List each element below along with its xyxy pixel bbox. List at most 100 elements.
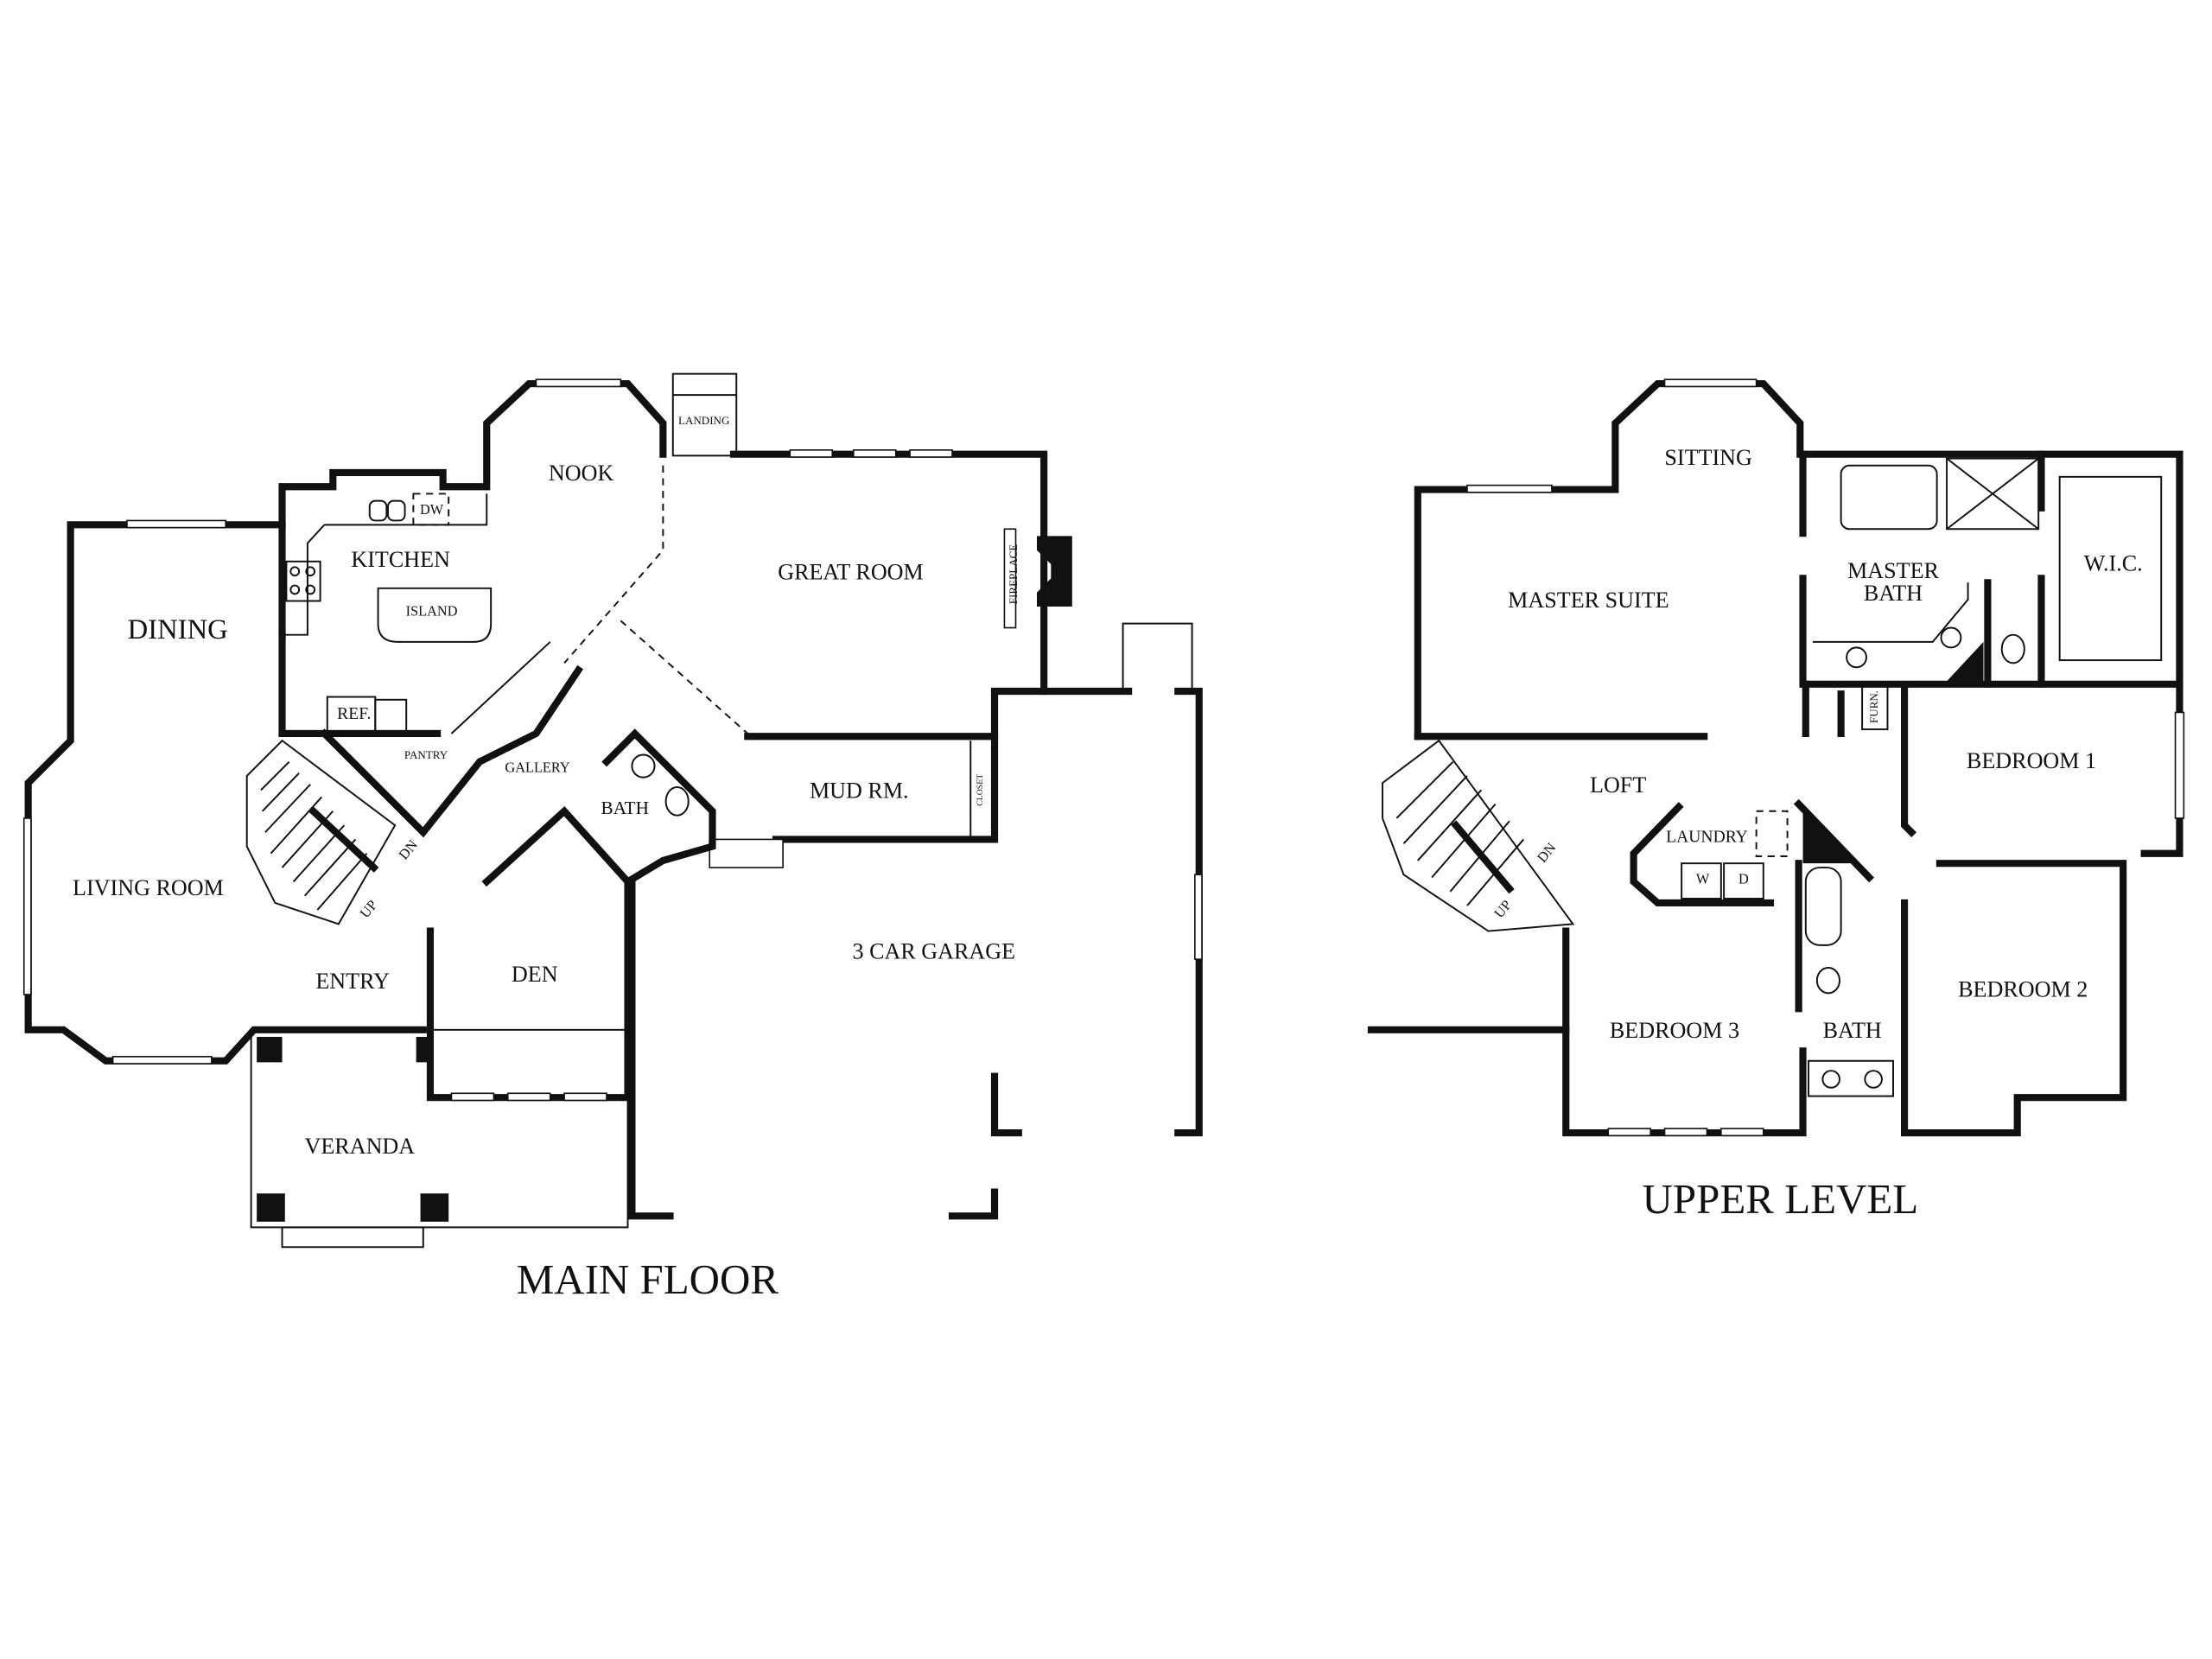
room-label-master-suite: MASTER SUITE [1508, 588, 1669, 613]
laundry-cabinet [1755, 810, 1789, 857]
cooktop-icon [285, 560, 321, 602]
room-label-nook: NOOK [549, 461, 614, 486]
garage-wall [948, 1188, 999, 1220]
window [1720, 1128, 1764, 1137]
veranda-step [281, 1226, 424, 1249]
vanity [1808, 1059, 1894, 1097]
burner-icon [305, 584, 316, 595]
main-floor-plan [22, 372, 1203, 1249]
room-label-dining: DINING [128, 614, 228, 645]
stairs-down-label: DN [395, 836, 421, 862]
window [450, 1092, 495, 1102]
bathtub [1804, 867, 1842, 946]
wall-chase [1802, 810, 1852, 864]
shower-drain-line [1946, 457, 2039, 531]
room-label-bath: BATH [601, 798, 649, 818]
room-label-sitting: SITTING [1664, 445, 1752, 470]
window [1663, 1128, 1708, 1137]
column [420, 1193, 449, 1222]
window [1194, 874, 1203, 961]
window [909, 449, 953, 458]
window [1466, 484, 1553, 493]
toilet-icon [2000, 633, 2025, 664]
window [111, 1056, 213, 1065]
burner-icon [305, 566, 316, 577]
fireplace-hearth [1003, 528, 1017, 629]
furnace [1861, 683, 1889, 731]
veranda [250, 1028, 629, 1229]
room-label-master-bath-line1: MASTER [1847, 558, 1939, 583]
room-label-entry: ENTRY [315, 969, 390, 994]
closet-shelving [2058, 475, 2163, 662]
window [563, 1092, 607, 1102]
wall-chase [1943, 641, 1984, 684]
kitchen-counter [324, 493, 488, 526]
door-step [709, 838, 784, 868]
garage-wall [628, 878, 674, 1220]
dining-living-wall [24, 521, 427, 1065]
kitchen-wall [278, 380, 667, 639]
mud-room-wall [744, 687, 1048, 741]
room-label-living-room: LIVING ROOM [73, 875, 224, 900]
label-pantry: PANTRY [404, 748, 448, 761]
bathtub [1840, 464, 1938, 531]
label-dw: DW [420, 501, 444, 518]
burner-icon [289, 584, 301, 595]
window [506, 1092, 551, 1102]
kitchen-counter [282, 524, 326, 636]
upper-level-labels: SITTING MASTER SUITE MASTER BATH W.I.C. … [1491, 445, 2143, 1223]
den-wall [426, 878, 632, 1102]
garage-bump-out [1122, 622, 1193, 691]
stairs-down-label: DN [1534, 839, 1560, 865]
label-dryer: D [1738, 871, 1749, 887]
laundry-wall [1630, 802, 1775, 906]
label-furnace: FURN. [1867, 690, 1880, 723]
bedroom1-wall [2140, 680, 2183, 857]
sink-icon [1940, 626, 1962, 649]
cabinet [374, 698, 408, 734]
room-label-bedroom3: BEDROOM 3 [1610, 1018, 1739, 1043]
room-label-loft: LOFT [1590, 772, 1646, 798]
dishwasher [412, 493, 450, 526]
sink-icon [1846, 646, 1867, 669]
mud-room-wall [772, 733, 999, 843]
fireplace-icon [1037, 536, 1072, 607]
column [257, 1037, 283, 1063]
label-washer: W [1696, 871, 1710, 887]
room-label-veranda: VERANDA [305, 1134, 416, 1159]
bedroom1-wall [1901, 684, 1917, 838]
window [789, 449, 834, 458]
window [2174, 711, 2185, 819]
bedroom2-wall [1901, 860, 2127, 1137]
window [535, 378, 622, 388]
room-label-kitchen: KITCHEN [351, 547, 450, 572]
sink-icon [368, 499, 388, 522]
sink-icon [387, 499, 406, 522]
label-island: ISLAND [406, 602, 458, 619]
bath-wall [481, 728, 716, 887]
window [1607, 1128, 1652, 1137]
room-label-bath: BATH [1823, 1018, 1882, 1043]
main-floor-title: MAIN FLOOR [517, 1255, 779, 1303]
room-label-great-room: GREAT ROOM [778, 559, 924, 584]
nook-divider [563, 465, 664, 664]
room-label-bedroom2: BEDROOM 2 [1958, 977, 2088, 1002]
column [257, 1193, 285, 1222]
room-label-master-bath-line2: BATH [1864, 581, 1923, 606]
pantry-wall [319, 664, 584, 838]
burner-icon [289, 566, 301, 577]
stairs-up-label: UP [356, 897, 380, 921]
window [852, 449, 897, 458]
pantry-shelf [450, 641, 551, 734]
kitchen-island [377, 587, 493, 643]
label-ref: REF. [337, 705, 371, 723]
great-room-divider [620, 620, 748, 734]
vanity-counter [1812, 582, 1969, 643]
upper-staircase [1382, 739, 1575, 932]
room-label-den: DEN [512, 962, 558, 987]
window [126, 519, 227, 529]
label-landing: LANDING [678, 414, 730, 427]
toilet-icon [664, 786, 690, 817]
washer [1681, 862, 1722, 899]
